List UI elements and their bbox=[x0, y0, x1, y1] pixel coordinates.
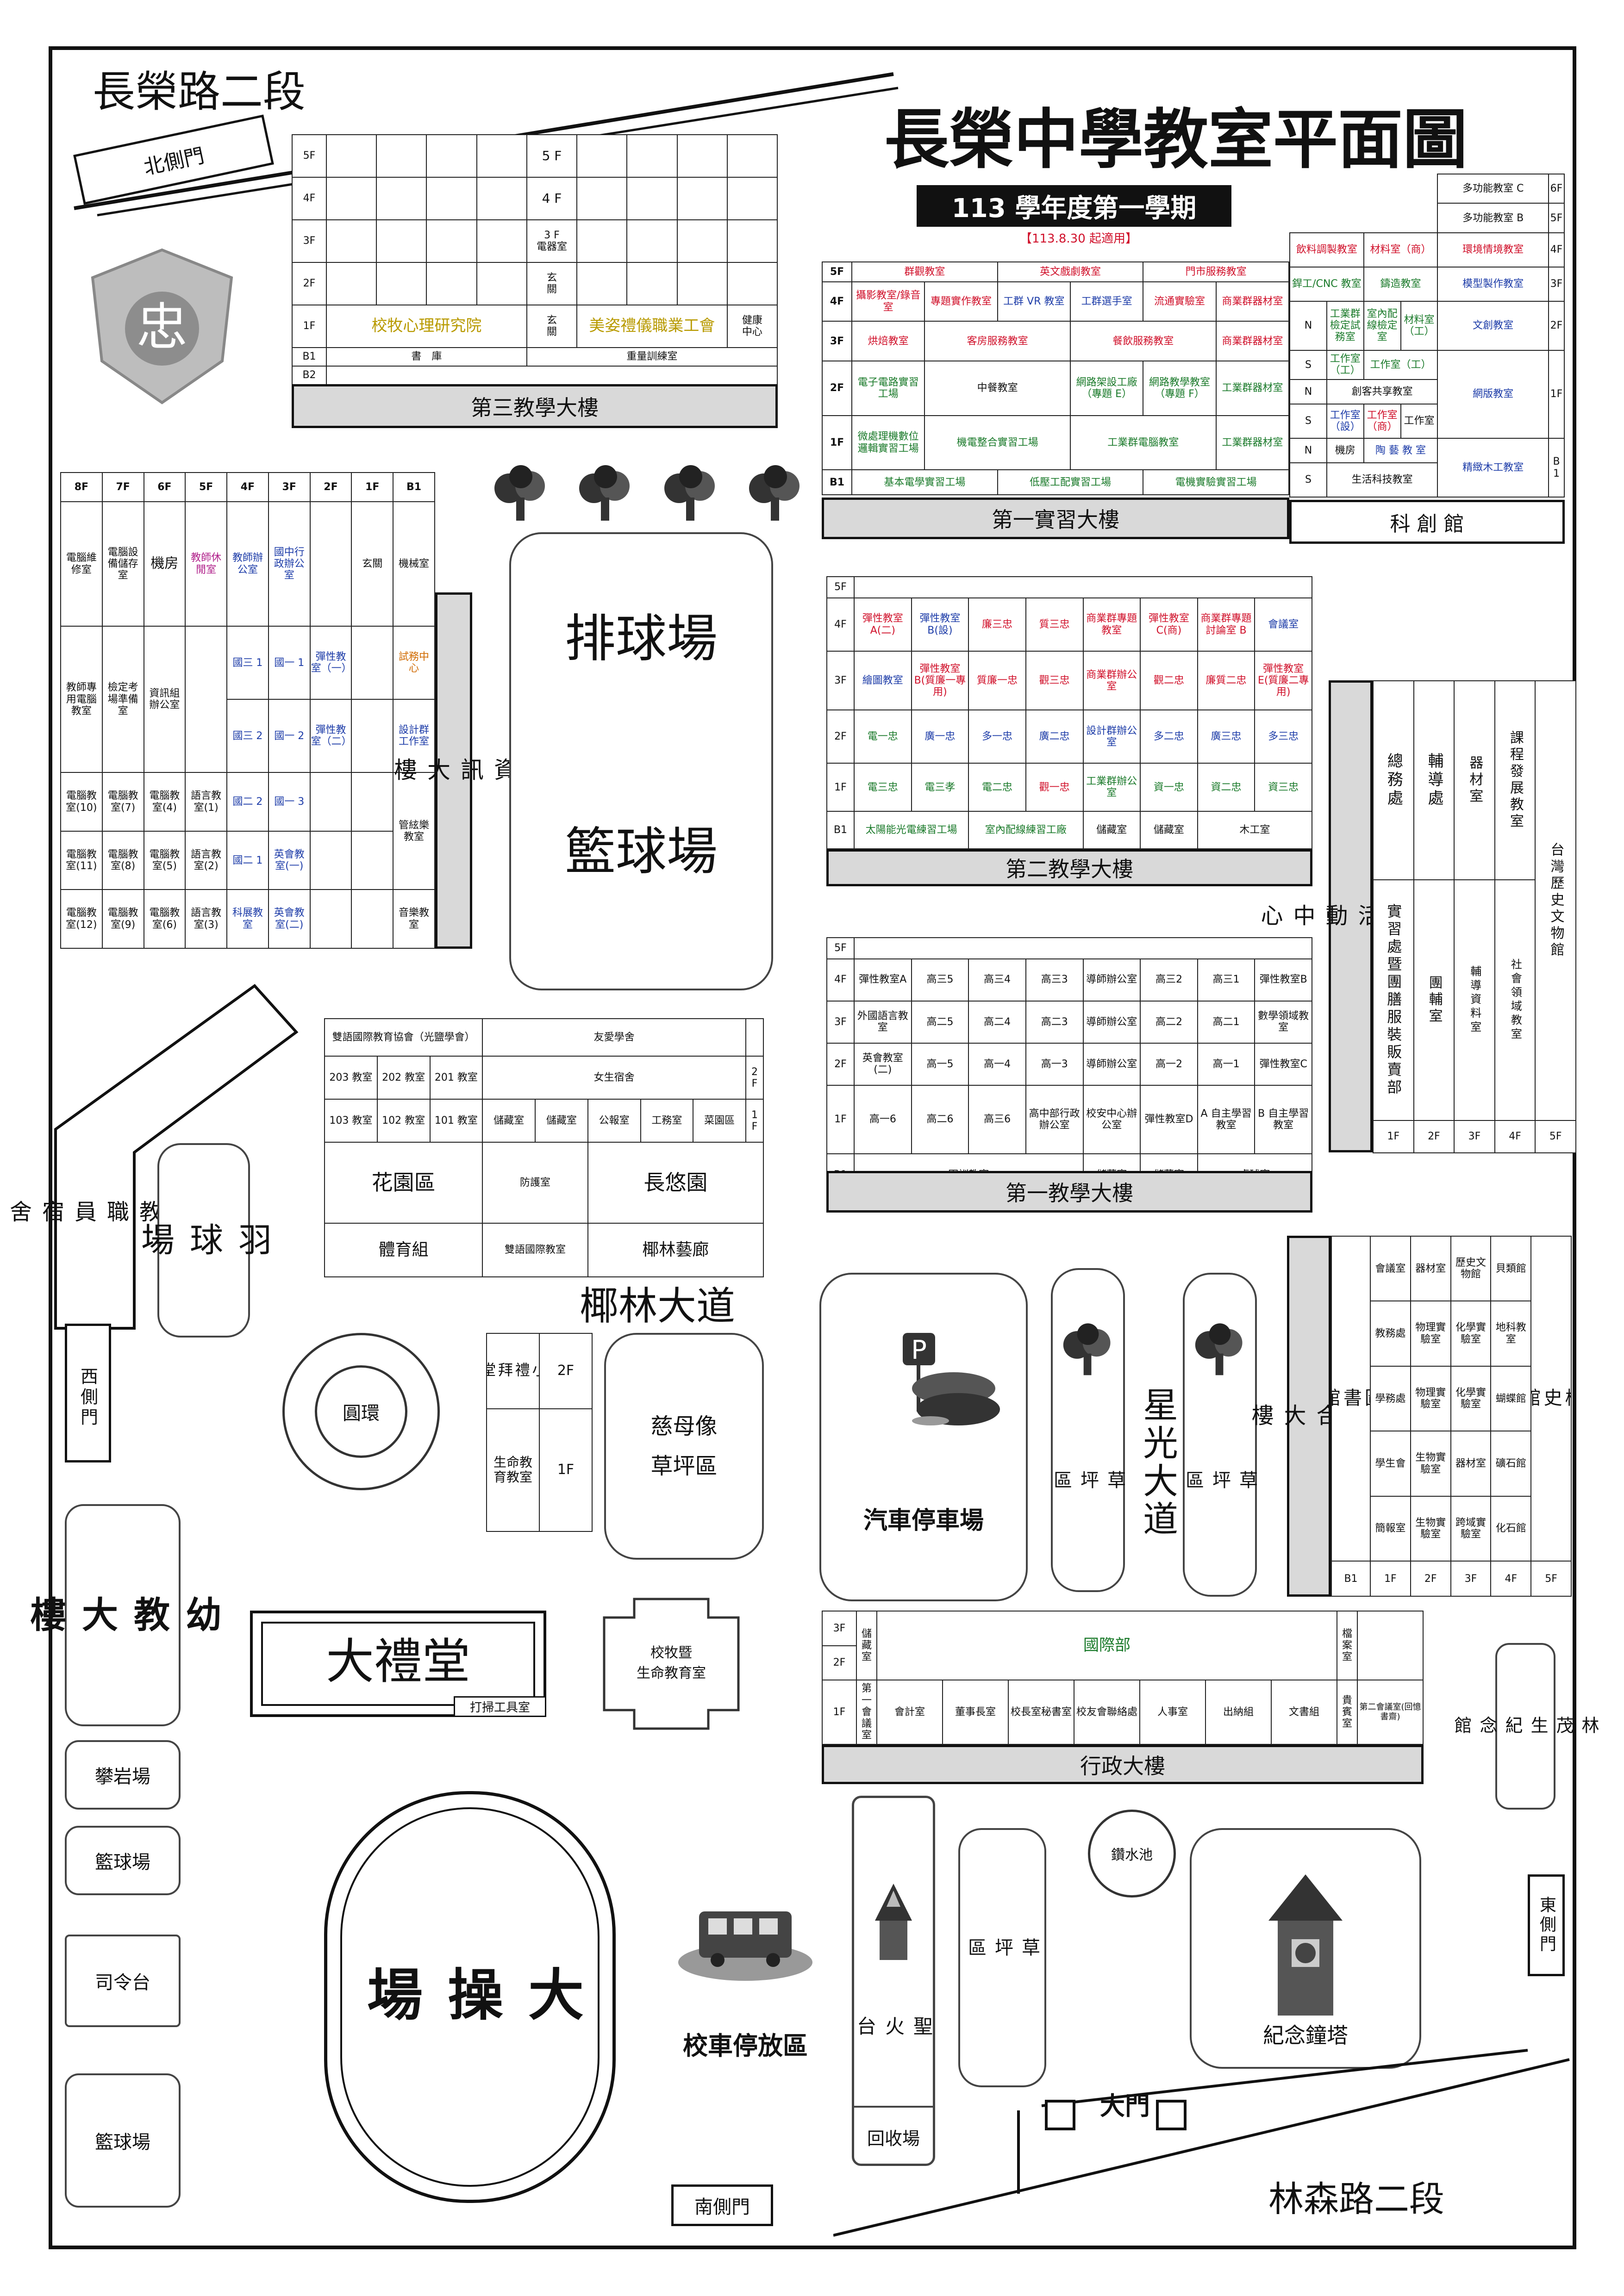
main-gate-label[interactable]: 大門 bbox=[1100, 2091, 1150, 2121]
parking-icon: P bbox=[903, 1333, 1000, 1425]
basketball-2-label: 籃球場 bbox=[95, 1852, 150, 1873]
tree-icon bbox=[1195, 1323, 1243, 1375]
work-room-label: 打掃工具室 bbox=[454, 1696, 546, 1717]
effective-date: 【113.8.30 起適用】 bbox=[1019, 231, 1138, 246]
bus-label: 校車停放區 bbox=[683, 2031, 808, 2060]
kinder-building bbox=[65, 1504, 181, 1726]
stage-area bbox=[65, 1935, 181, 2027]
parking-label: 汽車停車場 bbox=[863, 1506, 984, 1535]
staff-dorm-outline bbox=[54, 983, 299, 1330]
page-title: 長榮中學教室平面圖 bbox=[884, 102, 1468, 178]
term-banner: 113 學年度第一學期 bbox=[917, 185, 1231, 227]
auditorium-label: 大禮堂 bbox=[325, 1633, 470, 1690]
lawn-center bbox=[958, 1828, 1046, 2087]
fountain bbox=[1088, 1810, 1176, 1898]
lawn-right-label: 草 坪 區 bbox=[1182, 1470, 1257, 1492]
ring bbox=[282, 1333, 440, 1490]
star-avenue-label: 星光大道 bbox=[1137, 1387, 1178, 1538]
tree-icon bbox=[494, 465, 545, 521]
south-gate[interactable]: 南側門 bbox=[671, 2184, 773, 2226]
madonna-label: 慈母像 草坪區 bbox=[650, 1413, 718, 1479]
admin-name[interactable]: 行政大樓 bbox=[822, 1745, 1424, 1784]
general-building-name[interactable]: 綜 合 大 樓 bbox=[1248, 1236, 1371, 1597]
north-gate-label: 北側門 bbox=[142, 143, 206, 180]
madonna-lawn bbox=[604, 1333, 764, 1560]
ring-label: 圓環 bbox=[343, 1403, 380, 1424]
staff-dorm-label: 教 職 員 宿 舍 bbox=[6, 1200, 161, 1225]
tree-icon bbox=[579, 465, 630, 521]
third-building-name[interactable]: 第三教學大樓 bbox=[292, 384, 778, 428]
avenue-label: 椰林大道 bbox=[579, 1283, 735, 1329]
west-gate[interactable] bbox=[65, 1324, 111, 1462]
badminton-label: 羽 球 場 bbox=[135, 1222, 272, 1258]
recycle-label: 回收場 bbox=[852, 2106, 935, 2166]
badminton-court bbox=[157, 1143, 250, 1338]
practice1-name[interactable]: 第一實習大樓 bbox=[822, 498, 1289, 539]
east-gate[interactable] bbox=[1528, 1874, 1565, 1976]
tower-label: 紀念鐘塔 bbox=[1263, 2023, 1348, 2048]
svg-text:P: P bbox=[911, 1335, 927, 1365]
tree-row bbox=[486, 465, 810, 525]
road-north-label: 長榮路二段 bbox=[92, 67, 306, 117]
lawn-left bbox=[1051, 1268, 1125, 1592]
torch-label: 聖 火 台 bbox=[854, 2016, 933, 2038]
basketball-court-2 bbox=[65, 1826, 181, 1895]
south-road-lines bbox=[833, 2049, 1570, 2237]
clock-tower-icon bbox=[1268, 1874, 1343, 2016]
tree-icon bbox=[664, 465, 715, 521]
info-building-name[interactable]: 資 訊 大 樓 bbox=[390, 592, 517, 949]
kinder-label: 幼 教 大 樓 bbox=[24, 1596, 221, 1635]
basketball-court-3 bbox=[65, 2073, 181, 2208]
pastoral-label: 校牧暨 生命教育室 bbox=[637, 1645, 706, 1681]
memorial-label: 林 茂 生 紀 念 館 bbox=[1451, 1716, 1599, 1736]
torch-area bbox=[852, 1796, 935, 2166]
east-gate-label: 東側門 bbox=[1537, 1896, 1556, 1954]
climbing-label: 攀岩場 bbox=[95, 1766, 150, 1787]
science-name[interactable]: 科 創 館 bbox=[1289, 500, 1565, 544]
torch-icon bbox=[875, 1884, 912, 1960]
west-gate-label: 西側門 bbox=[77, 1367, 98, 1428]
tree-icon bbox=[1063, 1323, 1111, 1375]
lawn-left-label: 草 坪 區 bbox=[1050, 1470, 1125, 1492]
bus-icon bbox=[678, 1911, 812, 1981]
climbing-area bbox=[65, 1740, 181, 1810]
stage-label: 司令台 bbox=[95, 1972, 150, 1993]
fountain-label: 鑽水池 bbox=[1111, 1847, 1153, 1863]
student-center-name[interactable]: 學 生 活 動 中 心 bbox=[1257, 680, 1445, 1152]
ring-inner bbox=[315, 1365, 407, 1458]
memorial-hall bbox=[1495, 1643, 1555, 1810]
svg-text:忠: 忠 bbox=[137, 298, 187, 357]
playground bbox=[324, 1791, 616, 2203]
school-crest-icon: 忠 bbox=[91, 248, 233, 404]
tree-icon bbox=[749, 465, 800, 521]
volleyball-court: 排球場 bbox=[565, 609, 718, 668]
general-grid: 圖 書 館會議室器材室歷史文物館貝類館校 史 館 教務處物理實驗室化學實驗室地科… bbox=[1331, 1235, 1572, 1597]
student-center-grid: 總務處輔導處器材室課程發展教室台灣歷史文物館 實習處暨團膳服裝販賣部團輔室輔導資… bbox=[1373, 680, 1576, 1153]
basketball-court: 籃球場 bbox=[565, 822, 718, 881]
teach1-name[interactable]: 第一教學大樓 bbox=[826, 1171, 1312, 1213]
parking-lot bbox=[819, 1273, 1028, 1601]
sports-court bbox=[509, 532, 773, 990]
playground-inner bbox=[340, 1807, 600, 2187]
playground-label: 大 操 場 bbox=[357, 1966, 583, 2024]
pastoral-building bbox=[603, 1598, 740, 1730]
basketball-3-label: 籃球場 bbox=[95, 2132, 150, 2153]
road-south-label: 林森路二段 bbox=[1268, 2178, 1444, 2220]
lawn-center-label: 草 坪 區 bbox=[965, 1938, 1040, 1959]
teach2-name[interactable]: 第二教學大樓 bbox=[826, 849, 1312, 886]
